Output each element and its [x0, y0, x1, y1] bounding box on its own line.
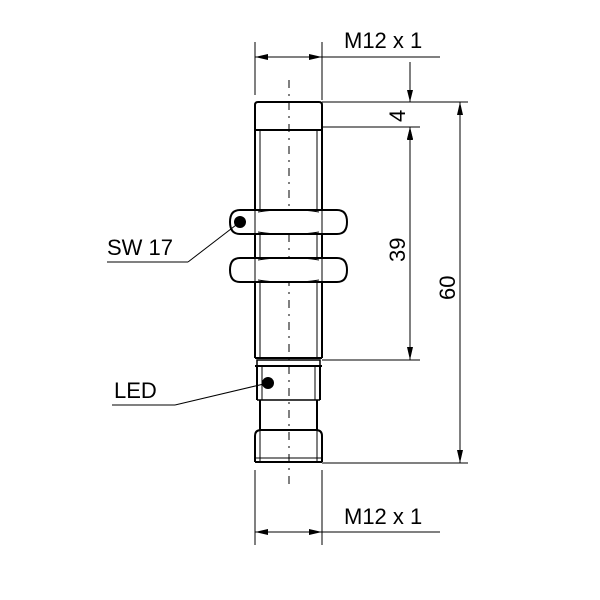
sensor-cap	[254, 101, 323, 130]
thread-length-label: 39	[385, 238, 410, 262]
nut-leader	[107, 221, 241, 263]
right-extension-lines	[322, 101, 468, 464]
led-housing	[255, 359, 322, 430]
upper-nut	[228, 209, 349, 235]
bottom-thread-label: M12 x 1	[344, 504, 422, 529]
bottom-diameter-dimension	[254, 470, 440, 545]
cap-length-label: 4	[385, 110, 410, 122]
lower-nut	[228, 257, 349, 283]
top-thread-label: M12 x 1	[344, 28, 422, 53]
total-length-label: 60	[435, 276, 460, 300]
threaded-body	[254, 130, 323, 359]
connector	[254, 429, 323, 463]
nut-size-label: SW 17	[107, 235, 173, 260]
top-diameter-dimension	[254, 42, 440, 100]
led-leader	[112, 382, 269, 406]
total-length-dimension	[457, 102, 463, 463]
thread-length-dimension	[407, 127, 413, 360]
led-label: LED	[114, 378, 157, 403]
